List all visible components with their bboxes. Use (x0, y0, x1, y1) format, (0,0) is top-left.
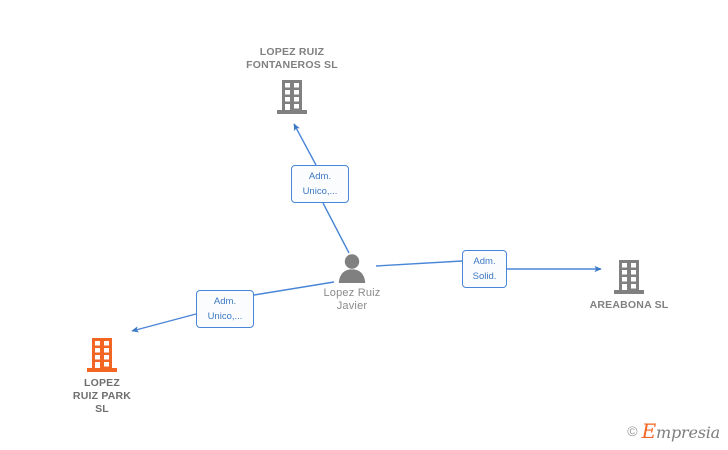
node-areabona-sl[interactable]: AREABONA SL (549, 256, 709, 312)
brand-initial: E (641, 419, 657, 443)
node-label-javier: Lopez Ruiz Javier (323, 287, 381, 312)
edge-label-unico-top-to-fontaneros (293, 123, 317, 166)
brand-rest: mpresia (656, 423, 720, 442)
edge-label-unico-bottom-to-park (131, 313, 197, 333)
edge-label-adm-unico-park[interactable]: Adm. Unico,... (196, 290, 254, 328)
node-lopez-ruiz-fontaneros-sl[interactable]: LOPEZ RUIZ FONTANEROS SL (212, 46, 372, 116)
edge-label-adm-unico-fontaneros[interactable]: Adm. Unico,... (291, 165, 349, 203)
edge-javier-to-label-unico-top (322, 202, 350, 254)
person-icon (272, 252, 432, 284)
node-label-areabona: AREABONA SL (589, 299, 669, 311)
brand-name: Empresia (641, 419, 721, 443)
watermark-empresia: © Empresia (627, 419, 720, 443)
building-icon (212, 76, 372, 116)
node-label-park: LOPEZ RUIZ PARK SL (72, 377, 132, 415)
edge-javier-to-label-unico-bottom (253, 281, 335, 296)
node-lopez-ruiz-park-sl[interactable]: LOPEZ RUIZ PARK SL (22, 334, 182, 416)
node-label-fontaneros: LOPEZ RUIZ FONTANEROS SL (246, 46, 338, 71)
copyright-icon: © (627, 423, 638, 439)
edge-label-adm-solid-areabona[interactable]: Adm. Solid. (462, 250, 507, 288)
edge-javier-to-label-solid (375, 260, 463, 267)
node-lopez-ruiz-javier[interactable]: Lopez Ruiz Javier (272, 252, 432, 313)
building-icon (549, 256, 709, 296)
building-icon (22, 334, 182, 374)
